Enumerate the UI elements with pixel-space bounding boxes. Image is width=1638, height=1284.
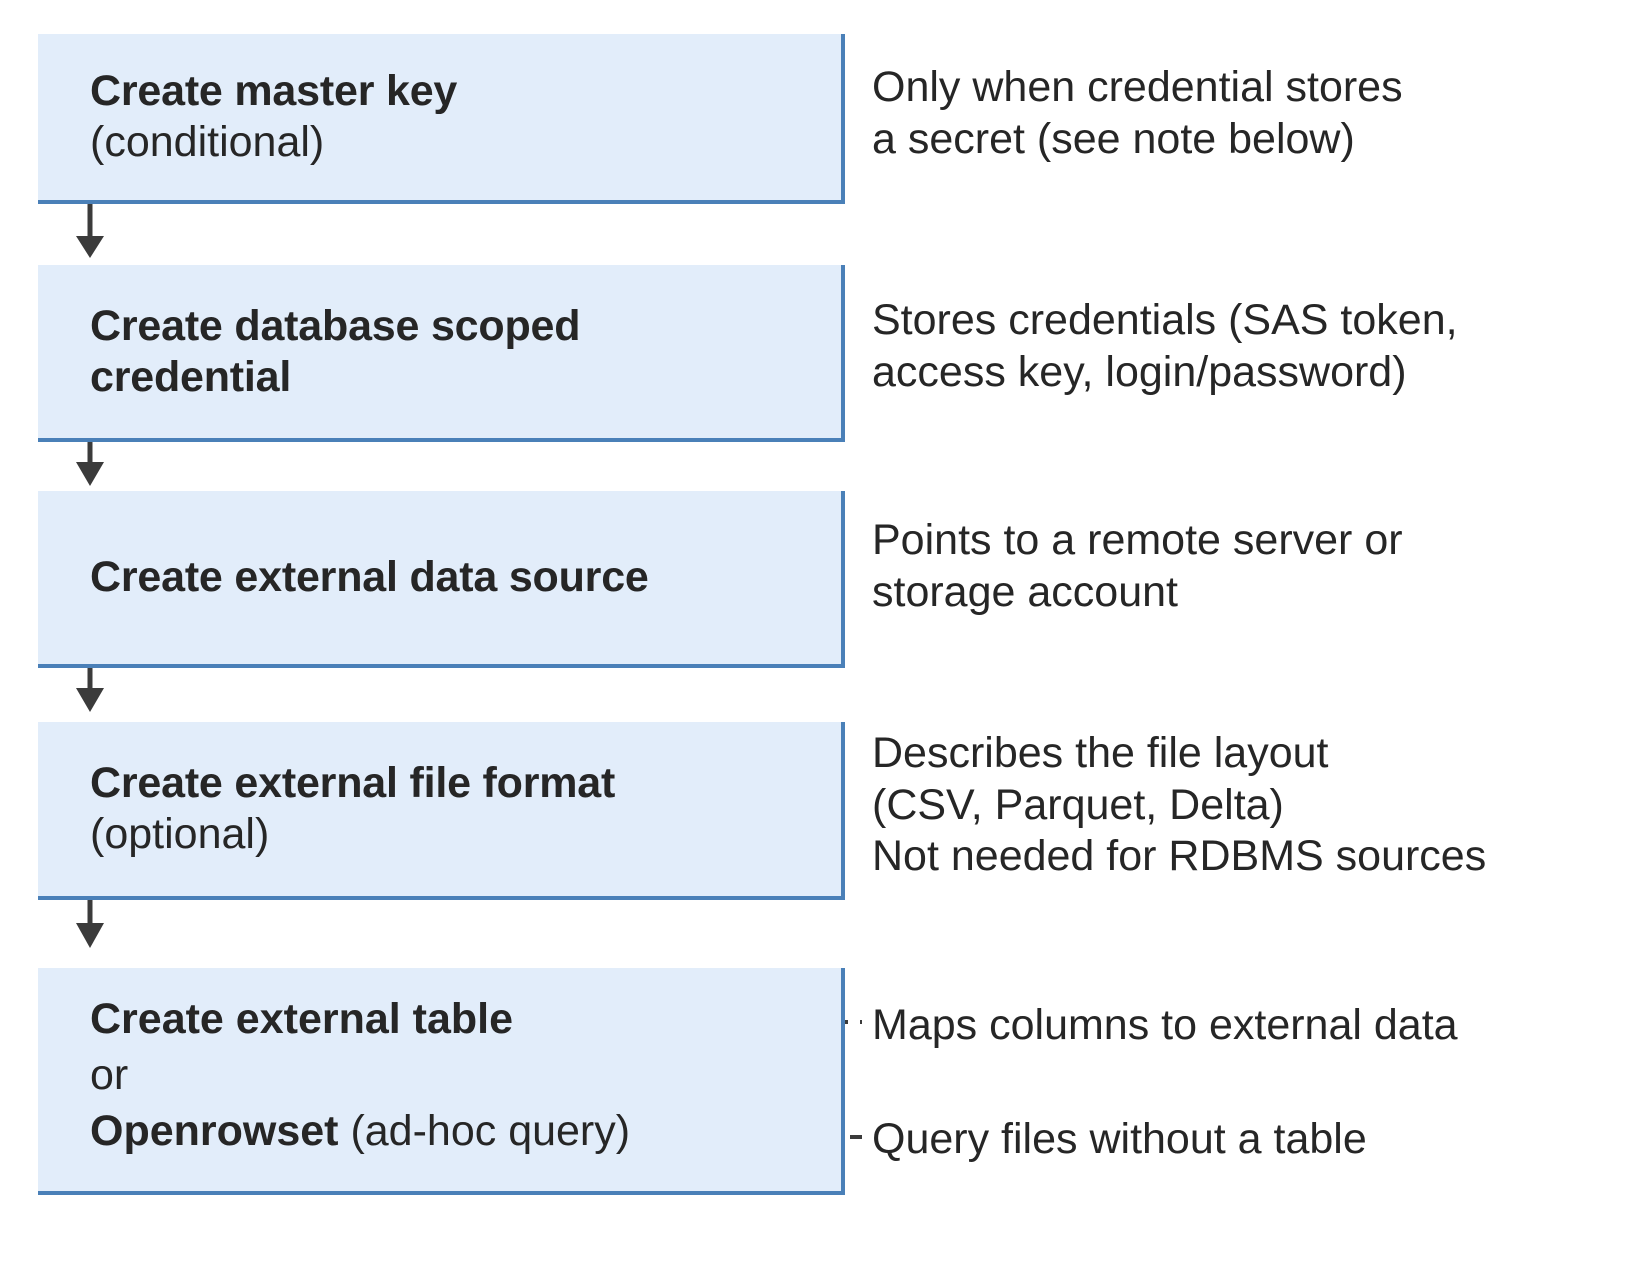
note-openrowset: Query files without a table — [872, 1115, 1367, 1163]
note-create-database-scoped-credential: Stores credentials (SAS token, access ke… — [872, 296, 1458, 396]
note-create-external-data-source: Points to a remote server or storage acc… — [872, 516, 1403, 616]
arrow-master-key-to-credential — [76, 203, 104, 258]
step-title-create-master-key: Create master key — [90, 67, 458, 116]
arrow-credential-to-data-source — [76, 442, 104, 486]
step-title-create-database-scoped-credential: Create database scoped credential — [90, 301, 581, 401]
step-box-create-database-scoped-credential[interactable]: Create database scoped credential — [38, 265, 845, 442]
option-separator: or — [90, 1050, 129, 1099]
note-create-external-table: Maps columns to external data — [872, 1001, 1458, 1049]
step-subtitle-create-external-file-format: (optional) — [90, 810, 270, 858]
option-openrowset-label: Openrowset — [90, 1106, 339, 1155]
step-title-create-external-file-format: Create external file format — [90, 759, 616, 808]
note-create-master-key: Only when credential stores a secret (se… — [872, 63, 1403, 163]
step-box-create-external-table-or-openrowset[interactable]: Create external table or Openrowset (ad-… — [38, 968, 845, 1195]
note-create-external-file-format: Describes the file layout (CSV, Parquet,… — [872, 729, 1487, 881]
step-box-create-external-data-source[interactable]: Create external data source — [38, 491, 845, 668]
option-create-external-table: Create external table — [90, 992, 841, 1048]
option-create-external-table-label: Create external table — [90, 995, 514, 1043]
arrow-file-format-to-external-table — [76, 900, 104, 948]
option-openrowset-qualifier: (ad-hoc query) — [338, 1106, 631, 1155]
step-box-create-external-file-format[interactable]: Create external file format (optional) — [38, 722, 845, 900]
step-subtitle-create-master-key: (conditional) — [90, 118, 325, 166]
arrow-data-source-to-file-format — [76, 668, 104, 712]
option-openrowset: Openrowset (ad-hoc query) — [90, 1104, 841, 1160]
step-box-create-master-key[interactable]: Create master key (conditional) — [38, 34, 845, 204]
step-title-create-external-data-source: Create external data source — [90, 553, 649, 602]
